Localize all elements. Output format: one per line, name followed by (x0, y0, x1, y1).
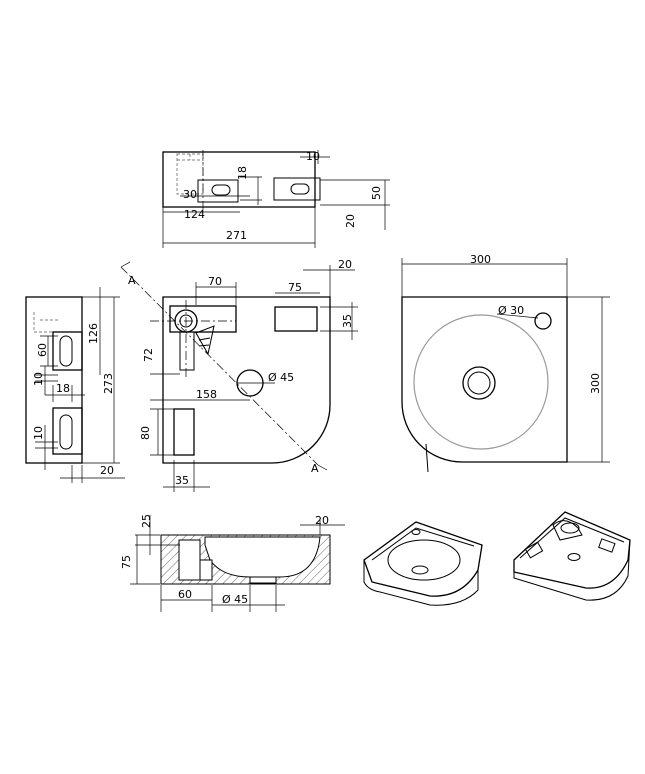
top-dim-30: 30 (183, 188, 197, 201)
section-view: 25 75 20 60 Ø 45 (120, 514, 345, 612)
side-dim-18: 18 (56, 382, 70, 395)
section-a-bottom: A (311, 462, 319, 475)
plan-dim-158: 158 (196, 388, 217, 401)
top-dim-20: 20 (344, 214, 357, 228)
plan-dim-72: 72 (142, 348, 155, 362)
section-dim-25: 25 (140, 514, 153, 528)
side-dim-10-b: 10 (32, 426, 45, 440)
side-dim-273: 273 (102, 373, 115, 394)
section-dim-75: 75 (120, 555, 133, 569)
top-dim-271: 271 (226, 229, 247, 242)
top-right-view: 300 Ø 30 300 (401, 253, 610, 473)
side-dim-20: 20 (100, 464, 114, 477)
side-dim-126: 126 (87, 323, 100, 344)
section-dim-diameter-45: Ø 45 (222, 593, 248, 606)
plan-dim-20: 20 (338, 258, 352, 271)
isometric-view-right (513, 511, 631, 601)
plan-view: A A 70 75 (120, 258, 358, 492)
top-dim-10: 10 (306, 150, 320, 163)
plan-dim-70: 70 (208, 275, 222, 288)
plan-dim-80: 80 (139, 426, 152, 440)
tr-dim-diameter-30: Ø 30 (498, 304, 524, 317)
plan-dim-diameter-45: Ø 45 (268, 371, 294, 384)
section-dim-20: 20 (315, 514, 329, 527)
top-view: 10 18 30 50 20 124 271 (162, 150, 390, 248)
tr-dim-300-height: 300 (589, 373, 602, 394)
side-dim-10-a: 10 (32, 372, 45, 386)
side-view: 126 60 10 18 273 10 20 (25, 287, 125, 483)
section-dim-60: 60 (178, 588, 192, 601)
isometric-view-left (363, 521, 483, 606)
side-dim-60: 60 (36, 343, 49, 357)
plan-dim-35-bottom: 35 (175, 474, 189, 487)
top-dim-18: 18 (236, 166, 249, 180)
tr-dim-300-width: 300 (470, 253, 491, 266)
section-a-top: A (128, 274, 136, 287)
plan-dim-35: 35 (341, 314, 354, 328)
top-dim-50: 50 (370, 186, 383, 200)
plan-dim-75: 75 (288, 281, 302, 294)
top-dim-124: 124 (184, 208, 205, 221)
